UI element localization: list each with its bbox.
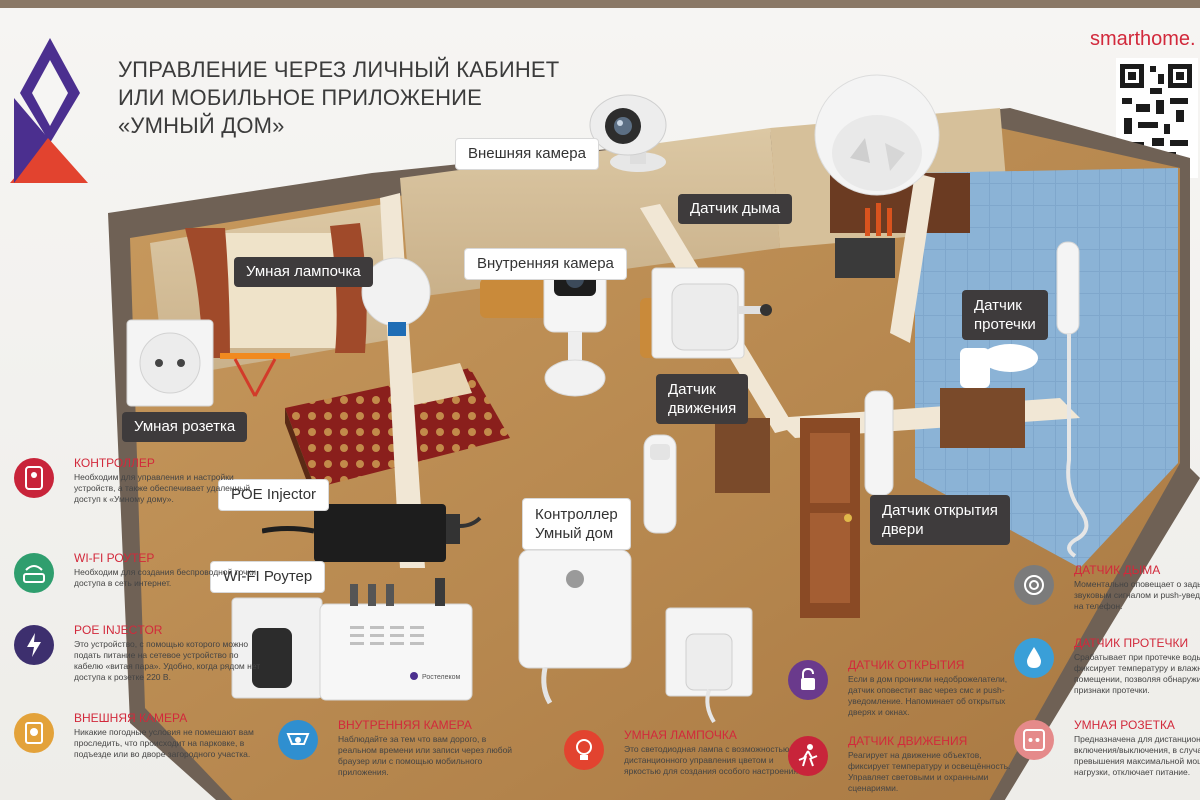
smart-socket-tag: Умная розетка (122, 412, 248, 442)
controller-hub-device (518, 549, 632, 705)
headline-line-2: ИЛИ МОБИЛЬНОЕ ПРИЛОЖЕНИЕ (118, 85, 483, 110)
legend-wifi-router-text: Необходим для создания беспроводной точк… (74, 567, 256, 588)
smoke-sensor-tag: Датчик дыма (678, 194, 793, 224)
legend-smart-socket-title: УМНАЯ РОЗЕТКА (1074, 718, 1175, 732)
sink (982, 344, 1038, 372)
bulb-icon (564, 730, 604, 770)
controller-tag-line-2: Умный дом (535, 525, 614, 542)
legend-controller-title: КОНТРОЛЛЕР (74, 456, 155, 470)
wall-plug-sensor-device (651, 267, 772, 359)
legend-leak-sensor-title: ДАТЧИК ПРОТЕЧКИ (1074, 636, 1189, 650)
legend-motion-sensor-title: ДАТЧИК ДВИЖЕНИЯ (848, 734, 968, 748)
legend-poe-injector-title: POE INJECTOR (74, 623, 163, 637)
leak-sensor-device (1056, 241, 1089, 558)
outdoor-camera-tag: Внешняя камера (455, 138, 599, 170)
wall-strip (0, 0, 1200, 8)
smart-socket-device (126, 319, 214, 407)
poe-injector-device (262, 504, 482, 562)
legend-indoor-camera-title: ВНУТРЕННЯЯ КАМЕРА (338, 718, 472, 732)
dome-camera-icon (278, 720, 318, 760)
poster-board: УПРАВЛЕНИЕ ЧЕРЕЗ ЛИЧНЫЙ КАБИНЕТ ИЛИ МОБИ… (0, 8, 1200, 800)
wifi-router-tag: WI-FI Роутер (210, 561, 326, 593)
legend-indoor-camera-text: Наблюдайте за тем что вам дорого, в реал… (338, 734, 513, 777)
lightning-icon (14, 625, 54, 665)
curtain-right (330, 223, 367, 353)
headline: УПРАВЛЕНИЕ ЧЕРЕЗ ЛИЧНЫЙ КАБИНЕТ ИЛИ МОБИ… (118, 56, 559, 140)
legend-outdoor-camera-text: Никакие погодные условия не помешают вам… (74, 727, 254, 759)
legend-smoke-sensor-text: Моментально оповещает о задымлении звуко… (1074, 579, 1200, 611)
legend-poe-injector-text: Это устройство, с помощью которого можно… (74, 639, 261, 682)
controller-tag-line-1: Контроллер (535, 506, 618, 523)
router-brand-text: Ростелеком (422, 674, 461, 681)
door-sensor-tag-line-1: Датчик открытия (882, 502, 998, 519)
brand-url: smarthome. (1090, 28, 1196, 50)
motion-sensor-tag-line-1: Датчик (668, 381, 716, 398)
legend-smart-bulb-title: УМНАЯ ЛАМПОЧКА (624, 728, 737, 742)
controller-tag: Контроллер Умный дом (522, 498, 631, 550)
smoke-detector-device (814, 74, 940, 236)
bathroom-tiles (915, 168, 1178, 568)
motion-sensor-tag: Датчик движения (656, 374, 749, 424)
legend-door-sensor-text: Если в дом проникли недоброжелатели, дат… (848, 674, 1008, 717)
curtain-left (185, 228, 230, 358)
door-sensor-tag-line-2: двери (882, 521, 924, 538)
door-sensor-tag: Датчик открытия двери (870, 495, 1010, 545)
lock-icon (788, 660, 828, 700)
motion-sensor-device (643, 434, 677, 534)
wifi-router-device: Ростелеком (231, 578, 473, 701)
legend-controller-text: Необходим для управления и настройки уст… (74, 472, 251, 504)
legend-outdoor-camera-title: ВНЕШНЯЯ КАМЕРА (74, 711, 188, 725)
poe-injector-tag: POE Injector (218, 479, 330, 511)
headline-line-1: УПРАВЛЕНИЕ ЧЕРЕЗ ЛИЧНЫЙ КАБИНЕТ (118, 57, 560, 82)
legend-wifi-router-title: WI-FI РОУТЕР (74, 551, 155, 565)
legend-motion-sensor-text: Реагирует на движение объектов, фиксируе… (848, 750, 1011, 793)
legend-smart-bulb-text: Это светодиодная лампа с возможностью ди… (624, 744, 801, 776)
rostelecom-logo (10, 38, 88, 183)
router-icon (14, 553, 54, 593)
plug-adapter-device (665, 607, 753, 724)
partition-wall-3 (890, 173, 935, 343)
camera-icon (14, 713, 54, 753)
legend-leak-sensor-text: Срабатывает при протечке воды, фиксирует… (1074, 652, 1200, 695)
indoor-camera-tag: Внутренняя камера (464, 248, 627, 280)
smoke-detector-icon (1014, 565, 1054, 605)
door-sensor-device (864, 390, 894, 496)
water-drop-icon (1014, 638, 1054, 678)
intercom-icon (14, 458, 54, 498)
socket-icon (1014, 720, 1054, 760)
leak-sensor-tag-line-1: Датчик (974, 297, 1022, 314)
leak-sensor-tag-line-2: протечки (974, 316, 1036, 333)
outdoor-camera-device (589, 94, 667, 172)
smart-bulb-device (361, 257, 431, 336)
leak-sensor-tag: Датчик протечки (962, 290, 1048, 340)
motion-sensor-tag-line-2: движения (668, 400, 737, 417)
ironing-board (220, 353, 290, 397)
headline-line-3: «УМНЫЙ ДОМ» (118, 113, 285, 138)
legend-door-sensor-title: ДАТЧИК ОТКРЫТИЯ (848, 658, 965, 672)
toilet (960, 348, 990, 388)
legend-smoke-sensor-title: ДАТЧИК ДЫМА (1074, 563, 1161, 577)
legend-smart-socket-text: Предназначена для дистанционного включен… (1074, 734, 1200, 777)
running-person-icon (788, 736, 828, 776)
smart-bulb-tag: Умная лампочка (234, 257, 373, 287)
